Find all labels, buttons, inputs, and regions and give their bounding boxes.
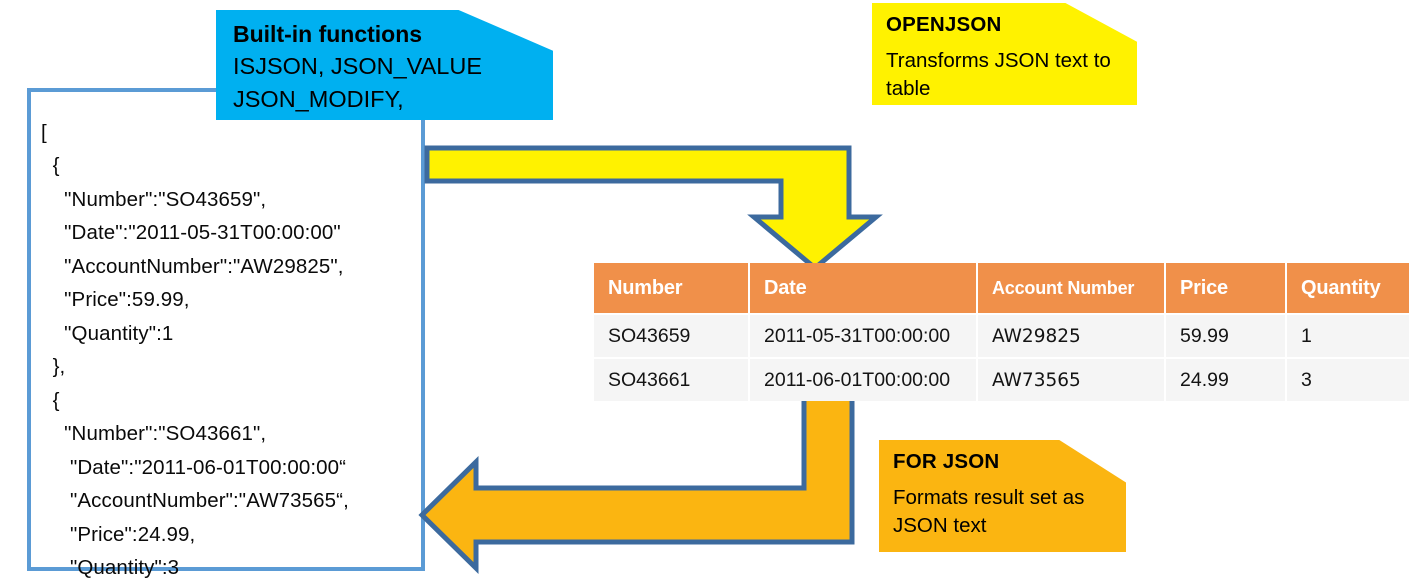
callout-openjson: OPENJSON Transforms JSON text to table bbox=[872, 3, 1137, 105]
cell-number: SO43661 bbox=[594, 357, 750, 401]
callout-for-json-body: Formats result set as JSON text bbox=[893, 486, 1085, 537]
openjson-flow-arrow bbox=[424, 145, 883, 272]
cell-quantity: 1 bbox=[1286, 313, 1409, 358]
callout-openjson-title: OPENJSON bbox=[886, 13, 1002, 36]
column-header-number[interactable]: Number bbox=[594, 263, 750, 314]
result-table: Number Date Account Number Price Quantit… bbox=[594, 263, 1409, 401]
table-row: SO43659 2011-05-31T00:00:00 AW29825 59.9… bbox=[594, 313, 1409, 358]
cell-account-number: AW29825 bbox=[977, 313, 1166, 358]
column-header-date[interactable]: Date bbox=[749, 263, 978, 314]
callout-built-in-functions-body: ISJSON, JSON_VALUE JSON_MODIFY, JSON_QUE… bbox=[233, 53, 482, 120]
column-header-quantity[interactable]: Quantity bbox=[1286, 263, 1409, 314]
json-document-box: [ { "Number":"SO43659", "Date":"2011-05-… bbox=[27, 88, 425, 579]
callout-for-json: FOR JSON Formats result set as JSON text bbox=[879, 440, 1126, 552]
cell-account-number: AW73565 bbox=[977, 357, 1166, 401]
json-document-text: [ { "Number":"SO43659", "Date":"2011-05-… bbox=[41, 120, 349, 580]
cell-quantity: 3 bbox=[1286, 357, 1409, 401]
callout-for-json-title: FOR JSON bbox=[893, 450, 1000, 473]
forjson-flow-arrow bbox=[418, 394, 855, 574]
callout-built-in-functions-title: Built-in functions bbox=[233, 21, 423, 47]
cell-price: 59.99 bbox=[1165, 313, 1287, 358]
cell-number: SO43659 bbox=[594, 313, 750, 358]
callout-built-in-functions: Built-in functions ISJSON, JSON_VALUE JS… bbox=[216, 10, 553, 120]
column-header-account-number[interactable]: Account Number bbox=[977, 263, 1166, 314]
table-header-row: Number Date Account Number Price Quantit… bbox=[594, 263, 1409, 314]
callout-openjson-body: Transforms JSON text to table bbox=[886, 49, 1111, 100]
cell-date: 2011-05-31T00:00:00 bbox=[749, 313, 978, 358]
cell-date: 2011-06-01T00:00:00 bbox=[749, 357, 978, 401]
column-header-price[interactable]: Price bbox=[1165, 263, 1287, 314]
table-row: SO43661 2011-06-01T00:00:00 AW73565 24.9… bbox=[594, 357, 1409, 401]
cell-price: 24.99 bbox=[1165, 357, 1287, 401]
